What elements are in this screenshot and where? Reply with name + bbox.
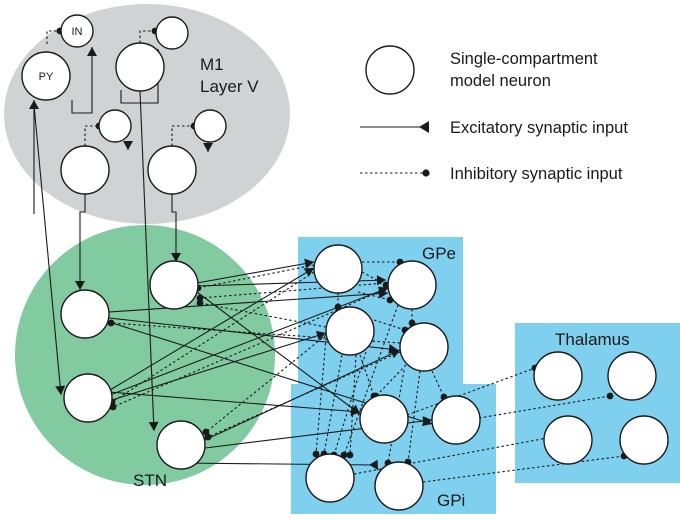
excitatory-connection-18: [109, 267, 315, 391]
inhibitory-connection-40: [373, 319, 406, 331]
gpe-neuron-4: [399, 322, 449, 372]
gpe-neuron-2: [387, 260, 437, 310]
inhibitory-connection-43: [359, 354, 375, 397]
stn-neuron-2: [60, 289, 110, 339]
excitatory-connection-11: [79, 194, 86, 290]
excitatory-arrowhead: [75, 281, 85, 290]
thalamus-neurons: [533, 351, 669, 465]
inhibitory-terminal: [107, 319, 115, 327]
inhibitory-connection-30: [110, 322, 401, 344]
excitatory-connection-24: [196, 291, 361, 415]
legend-inhibitory-dot: [422, 169, 430, 177]
inhibitory-connection-3: [46, 30, 60, 44]
inhibitory-connection-54: [422, 455, 625, 483]
excitatory-arrowhead: [421, 416, 432, 427]
in-cell-label: IN: [72, 26, 83, 38]
inhibitory-connection-50: [343, 304, 399, 456]
inhibitory-connection-48: [375, 364, 407, 397]
gpi-neuron-4: [374, 461, 424, 511]
inhibitory-terminal: [204, 433, 212, 441]
legend-neuron-icon: [365, 45, 415, 95]
inhibitory-connection-5: [139, 30, 155, 43]
excitatory-arrowhead: [171, 253, 181, 262]
excitatory-connection-13: [171, 194, 177, 262]
excitatory-arrowhead: [377, 286, 388, 296]
inhibitory-connection-6: [84, 125, 99, 146]
legend: Single-compartment model neuron Excitato…: [360, 45, 628, 183]
m1-pyramidal-neuron-1: [21, 51, 71, 101]
legend-neuron-line2: model neuron: [450, 72, 551, 90]
inhibitory-connection-42: [323, 354, 343, 455]
m1-interneuron-4: [193, 109, 227, 143]
stn-region: [15, 225, 275, 485]
m1-interneuron-2: [155, 16, 189, 50]
inhibitory-terminal: [346, 451, 354, 459]
inhibitory-terminal: [312, 450, 320, 458]
excitatory-arrowhead: [123, 141, 133, 150]
excitatory-connection-12: [139, 90, 155, 432]
excitatory-arrowhead: [29, 100, 39, 109]
excitatory-arrowhead: [369, 459, 378, 470]
inhibitory-connection-49: [349, 354, 357, 456]
excitatory-connection-16: [108, 292, 389, 313]
gpi-neuron-2: [431, 395, 481, 445]
excitatory-arrowhead: [203, 143, 213, 152]
excitatory-arrowhead: [148, 421, 159, 431]
excitatory-connection-14: [196, 261, 315, 284]
legend-excitatory-label: Excitatory synaptic input: [450, 119, 628, 137]
inhibitory-connection-52: [478, 395, 611, 419]
excitatory-arrowhead: [303, 268, 314, 277]
inhibitory-connection-31: [111, 271, 315, 403]
thalamus-neuron-2: [607, 351, 657, 401]
inhibitory-terminal: [196, 299, 204, 307]
m1-interneuron-3: [98, 109, 132, 143]
m1-pyramidal-neuron-4: [147, 145, 197, 195]
legend-inhibitory-label: Inhibitory synaptic input: [450, 165, 623, 183]
gpi-label: GPi: [437, 491, 465, 510]
thalamus-neuron-4: [619, 415, 669, 465]
excitatory-arrowhead: [55, 385, 66, 395]
excitatory-connection-19: [109, 287, 389, 396]
stn-neurons: [60, 260, 206, 470]
thalamus-neuron-3: [543, 415, 593, 465]
inhibitory-connection-8: [171, 125, 194, 146]
excitatory-connection-10: [33, 104, 62, 396]
excitatory-arrowhead: [87, 47, 97, 56]
thalamus-label: Thalamus: [555, 330, 630, 349]
thalamus-neuron-1: [533, 351, 583, 401]
stn-neuron-4: [156, 420, 206, 470]
inhibitory-terminal: [606, 392, 614, 400]
legend-excitatory-arrowhead: [419, 121, 429, 133]
inhibitory-connection-33: [205, 334, 327, 433]
gpe-neurons: [313, 244, 449, 372]
excitatory-arrowhead: [376, 275, 386, 286]
m1-pyramidal-neuron-2: [115, 42, 165, 92]
inhibitory-connection-46: [407, 370, 421, 463]
gpe-neuron-3: [325, 306, 375, 356]
inhibitory-terminal: [196, 294, 204, 302]
m1-interneuron-1: [60, 14, 94, 48]
excitatory-arrowhead: [315, 330, 326, 341]
m1-title: M1: [200, 55, 224, 74]
gpi-neuron-3: [305, 453, 355, 503]
gpe-label: GPe: [422, 244, 456, 263]
m1-subtitle: Layer V: [200, 77, 259, 96]
inhibitory-connection-41: [315, 337, 327, 455]
stn-neuron-3: [63, 373, 113, 423]
stn-label: STN: [133, 471, 167, 490]
legend-neuron-line1: Single-compartment: [450, 50, 598, 68]
py-cell-label: PY: [39, 71, 54, 83]
inhibitory-connection-37: [357, 291, 391, 301]
inhibitory-connection-29: [199, 302, 327, 328]
stn-neuron-1: [149, 260, 199, 310]
gpi-neurons: [305, 394, 481, 511]
excitatory-connection-20: [111, 332, 327, 401]
gpe-neuron-1: [313, 244, 363, 294]
m1-neurons: [21, 14, 227, 195]
m1-pyramidal-neuron-3: [60, 145, 110, 195]
gpi-neuron-1: [359, 394, 409, 444]
excitatory-connection-22: [108, 391, 361, 413]
excitatory-connection-2: [71, 47, 93, 114]
